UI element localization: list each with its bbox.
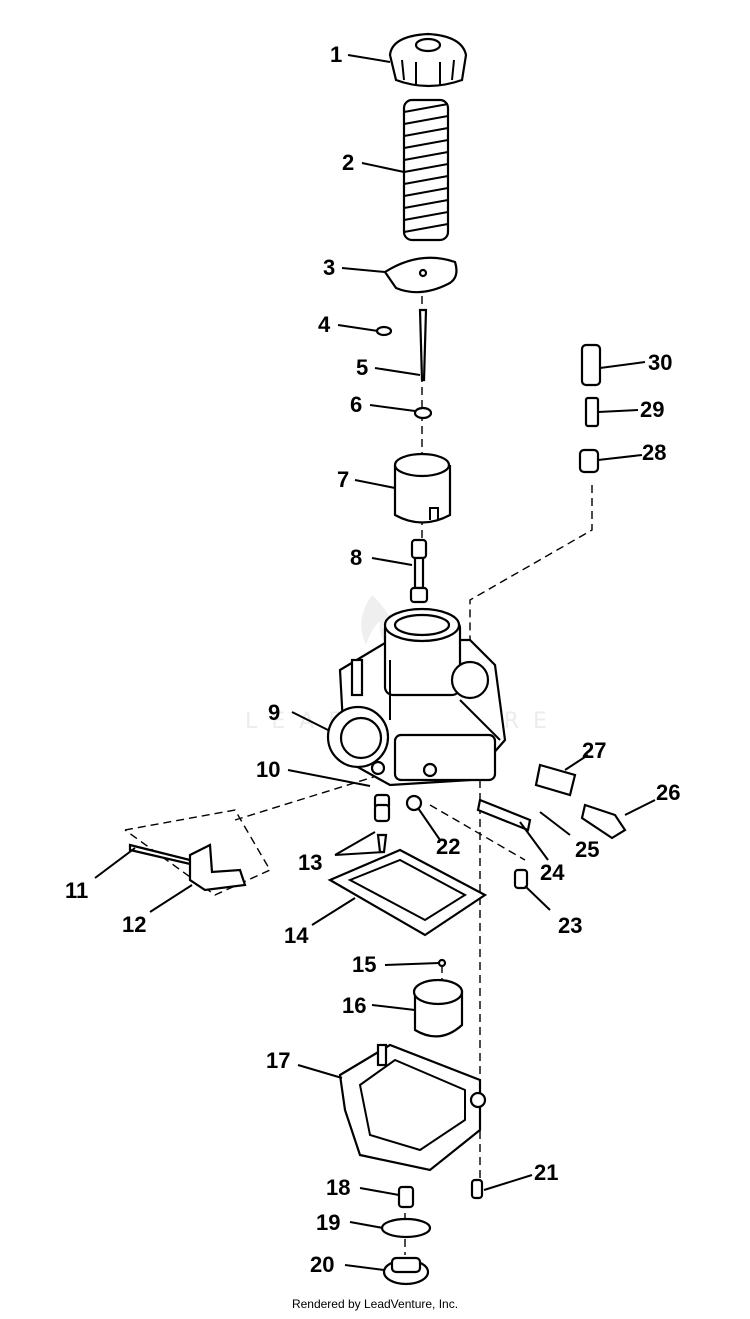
part-gasket bbox=[327, 848, 488, 937]
callout-8: 8 bbox=[350, 545, 362, 570]
callout-13: 13 bbox=[298, 850, 322, 875]
callout-18: 18 bbox=[326, 1175, 350, 1200]
callout-29: 29 bbox=[640, 397, 664, 422]
part-drain-set bbox=[380, 1178, 484, 1286]
callout-19: 19 bbox=[316, 1210, 340, 1235]
callout-7: 7 bbox=[337, 467, 349, 492]
callout-labels: 1 2 3 4 5 6 7 8 9 10 11 12 13 14 15 16 1… bbox=[65, 42, 680, 1277]
callout-14: 14 bbox=[284, 923, 309, 948]
callout-15: 15 bbox=[352, 952, 376, 977]
callout-24: 24 bbox=[540, 860, 565, 885]
callout-25: 25 bbox=[575, 837, 599, 862]
part-carburetor-body bbox=[326, 607, 507, 787]
callout-5: 5 bbox=[356, 355, 368, 380]
callout-2: 2 bbox=[342, 150, 354, 175]
part-spring bbox=[402, 98, 450, 242]
callout-21: 21 bbox=[534, 1160, 558, 1185]
footer-credit: Rendered by LeadVenture, Inc. bbox=[291, 1297, 459, 1311]
callout-22: 22 bbox=[436, 834, 460, 859]
callout-28: 28 bbox=[642, 440, 666, 465]
part-screw-top bbox=[409, 538, 429, 604]
part-float-arm bbox=[128, 843, 247, 892]
part-float-bowl bbox=[338, 1043, 487, 1172]
part-float bbox=[412, 958, 464, 1038]
part-top-right-set bbox=[578, 343, 602, 474]
callout-1: 1 bbox=[330, 42, 342, 67]
callout-26: 26 bbox=[656, 780, 680, 805]
callout-27: 27 bbox=[582, 738, 606, 763]
callout-23: 23 bbox=[558, 913, 582, 938]
callout-6: 6 bbox=[350, 392, 362, 417]
leader-lines bbox=[94, 54, 656, 1271]
callout-4: 4 bbox=[318, 312, 331, 337]
part-plate bbox=[383, 256, 458, 294]
part-needle-seat bbox=[373, 803, 391, 854]
callout-30: 30 bbox=[648, 350, 672, 375]
part-cap bbox=[388, 32, 468, 88]
part-side-screws bbox=[405, 763, 627, 890]
callout-12: 12 bbox=[122, 912, 146, 937]
callout-17: 17 bbox=[266, 1048, 290, 1073]
callout-3: 3 bbox=[323, 255, 335, 280]
callout-16: 16 bbox=[342, 993, 366, 1018]
part-slide bbox=[393, 452, 452, 524]
callout-11: 11 bbox=[65, 878, 88, 903]
callout-20: 20 bbox=[310, 1252, 334, 1277]
callout-9: 9 bbox=[268, 700, 280, 725]
callout-10: 10 bbox=[256, 757, 280, 782]
part-needle-set bbox=[375, 308, 433, 420]
